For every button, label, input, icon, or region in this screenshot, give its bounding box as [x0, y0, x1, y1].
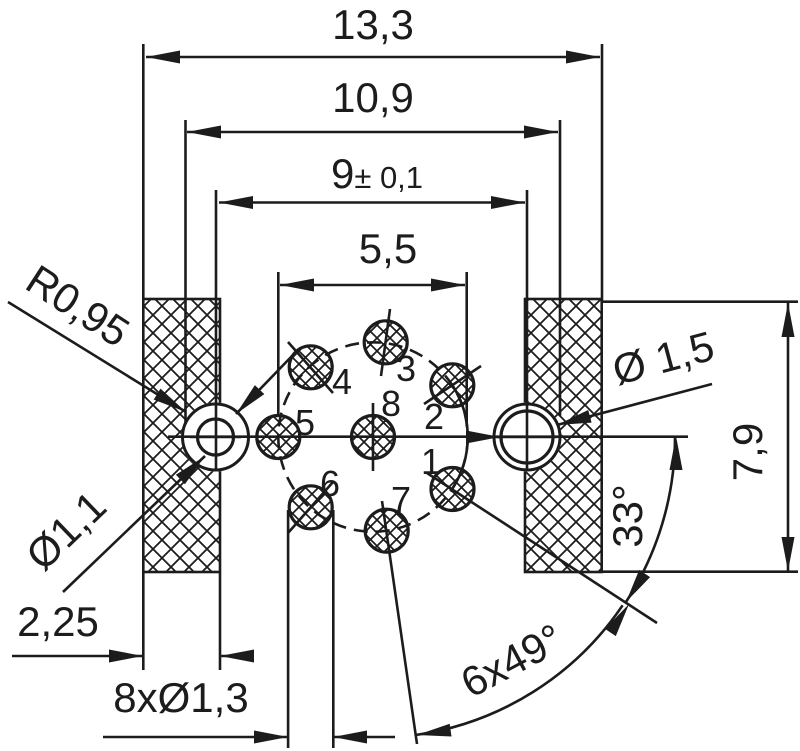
pin-label-3: 3 [396, 348, 416, 389]
pin-label-8: 8 [381, 383, 401, 424]
dim-pattern-holes: 8xØ1,3 [113, 674, 248, 721]
dim-cutout-radius: R0,95 [18, 256, 138, 356]
dim-hole-spacing-value: 9 [331, 150, 354, 197]
dim-hole-spacing: 9± 0,1 [331, 150, 423, 197]
extension-lines [142, 44, 798, 748]
dim-cutout-width: 10,9 [332, 74, 414, 121]
radial-line-hole1 [426, 471, 658, 625]
pin-label-4: 4 [332, 361, 352, 402]
dim-hole-spacing-tolerance: ± 0,1 [354, 160, 423, 195]
pin-label-2: 2 [424, 396, 444, 437]
dim-pitch-circle: 5,5 [359, 225, 417, 272]
pin-label-1: 1 [421, 441, 441, 482]
dim-left-hole-dia: Ø1,1 [17, 482, 115, 579]
pin-label-7: 7 [391, 479, 411, 520]
pin-label-6: 6 [320, 463, 340, 504]
pin-label-5: 5 [295, 402, 315, 443]
arrowheads [109, 50, 795, 744]
radial-line-hole7 [380, 500, 419, 745]
pin-hole-5 [255, 413, 302, 461]
dim-first-hole-angle: 33° [604, 484, 651, 548]
dim-block-height: 7,9 [724, 423, 771, 481]
dim-right-hole-dia: Ø 1,5 [608, 322, 719, 394]
dim-block-width: 2,25 [17, 598, 99, 645]
hole-tick-marks [287, 308, 658, 745]
dim-hole-pitch-angle: 6x49° [453, 614, 570, 706]
leader-r095 [7, 300, 187, 414]
dim-outer-width: 13,3 [332, 1, 414, 48]
